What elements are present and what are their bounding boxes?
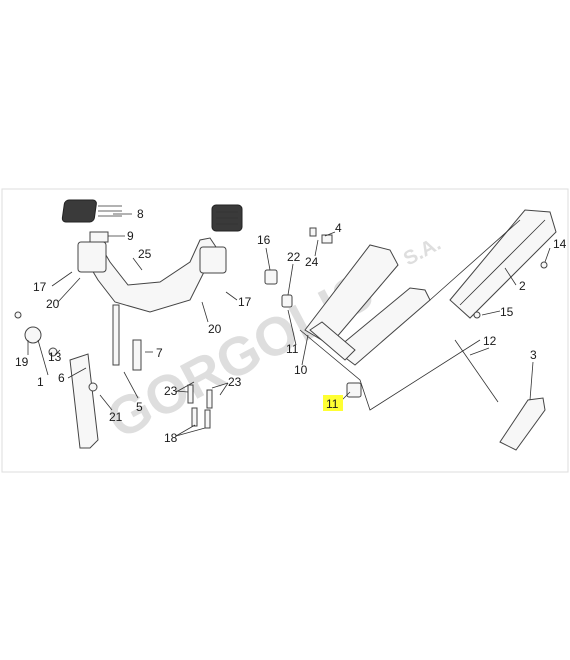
callout-23-left: 23 — [164, 384, 178, 398]
side-stand — [69, 353, 99, 449]
callout-12: 12 — [483, 334, 497, 348]
callout-25: 25 — [138, 247, 152, 261]
callout-11-top: 11 — [286, 342, 299, 356]
axle — [454, 339, 499, 403]
bolt-14 — [540, 261, 548, 269]
spring-part — [48, 347, 58, 357]
callout-18: 18 — [164, 431, 178, 445]
callout-6: 6 — [58, 371, 65, 385]
washer-part — [14, 311, 22, 319]
callout-15: 15 — [500, 305, 514, 319]
bolt-group — [187, 384, 213, 429]
callout-24: 24 — [305, 255, 319, 269]
swing-arm-cross — [309, 321, 356, 361]
callout-10: 10 — [294, 363, 308, 377]
rod-part — [132, 339, 142, 371]
rod-long — [112, 304, 120, 366]
callout-22: 22 — [287, 250, 301, 264]
footrest-right — [211, 204, 243, 232]
bolt-15 — [473, 311, 481, 319]
pivot-bolt — [24, 326, 42, 344]
clip-part — [89, 231, 109, 243]
callout-20-left: 20 — [46, 297, 60, 311]
callout-1: 1 — [37, 375, 44, 389]
footrest-bracket — [79, 237, 219, 313]
callout-14: 14 — [553, 237, 567, 251]
callout-8: 8 — [137, 207, 144, 221]
callout-3: 3 — [530, 348, 537, 362]
callout-9: 9 — [127, 229, 134, 243]
callout-21: 21 — [109, 410, 123, 424]
callout-20-right: 20 — [208, 322, 222, 336]
callout-17-left: 17 — [33, 280, 47, 294]
bushing-part — [264, 269, 278, 285]
peg-mount-right — [199, 246, 227, 274]
footrest-left — [61, 199, 122, 223]
stand-bolt — [88, 382, 98, 392]
callout-23-right: 23 — [228, 375, 242, 389]
swing-arm-lower — [334, 287, 431, 366]
peg-mount-left — [77, 241, 107, 273]
callout-5: 5 — [136, 400, 143, 414]
bolt-24 — [321, 234, 333, 244]
callout-labels: 8 9 25 17 20 17 20 19 1 13 6 21 5 7 23 2… — [15, 207, 567, 445]
callout-11-highlighted: 11 — [326, 397, 339, 411]
leader-lines — [27, 213, 551, 437]
chain-guard — [449, 209, 557, 319]
callout-19: 19 — [15, 355, 29, 369]
spacer-part — [281, 294, 293, 308]
callout-2: 2 — [519, 279, 526, 293]
bushing-highlighted — [346, 382, 362, 398]
callout-16: 16 — [257, 233, 271, 247]
callout-13: 13 — [48, 350, 62, 364]
callout-highlight — [323, 395, 343, 411]
callout-17-right: 17 — [238, 295, 252, 309]
watermark-suffix: S.A. — [400, 233, 445, 271]
callout-4: 4 — [335, 221, 342, 235]
bolt-4 — [309, 227, 317, 237]
diagram-frame — [1, 188, 569, 473]
callout-7: 7 — [156, 346, 163, 360]
chain-slider — [499, 397, 546, 451]
